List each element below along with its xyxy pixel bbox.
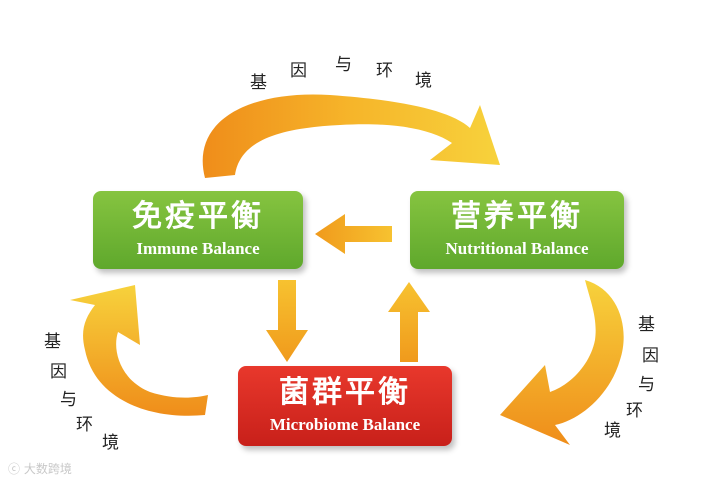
top-label-char: 基 <box>250 73 267 93</box>
arrow-microbiome-to-nutritional <box>388 282 430 362</box>
left-label-char: 因 <box>50 362 67 382</box>
microbiome-balance-cn: 菌群平衡 <box>279 375 411 410</box>
right-label-char: 因 <box>642 346 659 366</box>
immune-balance-box: 免疫平衡 Immune Balance <box>93 191 303 269</box>
top-curved-arrow <box>202 94 501 178</box>
left-curved-arrow <box>70 285 208 416</box>
immune-balance-cn: 免疫平衡 <box>132 199 264 234</box>
watermark: ⓒ 大数跨境 <box>8 460 72 477</box>
top-label-char: 境 <box>415 71 432 91</box>
nutritional-balance-en: Nutritional Balance <box>445 239 589 258</box>
left-label-char: 基 <box>44 332 61 352</box>
top-label-char: 与 <box>335 55 352 75</box>
watermark-text: 大数跨境 <box>23 462 72 476</box>
left-label-char: 与 <box>60 390 77 410</box>
right-curved-arrow <box>500 280 624 445</box>
nutritional-balance-cn: 营养平衡 <box>451 199 583 234</box>
top-label-char: 环 <box>376 61 393 81</box>
arrow-immune-to-microbiome <box>266 280 308 362</box>
left-label-char: 境 <box>102 433 119 453</box>
watermark-icon: ⓒ <box>8 462 24 476</box>
immune-balance-en: Immune Balance <box>136 239 260 258</box>
right-label-char: 与 <box>638 375 655 395</box>
right-label-char: 环 <box>626 401 643 421</box>
left-label-char: 环 <box>76 415 93 435</box>
right-label-char: 基 <box>638 315 655 335</box>
arrow-nutritional-to-immune <box>315 214 392 254</box>
right-label-char: 境 <box>604 421 621 441</box>
top-label-char: 因 <box>290 61 307 81</box>
nutritional-balance-box: 营养平衡 Nutritional Balance <box>410 191 624 269</box>
microbiome-balance-box: 菌群平衡 Microbiome Balance <box>238 366 452 446</box>
microbiome-balance-en: Microbiome Balance <box>269 415 421 434</box>
